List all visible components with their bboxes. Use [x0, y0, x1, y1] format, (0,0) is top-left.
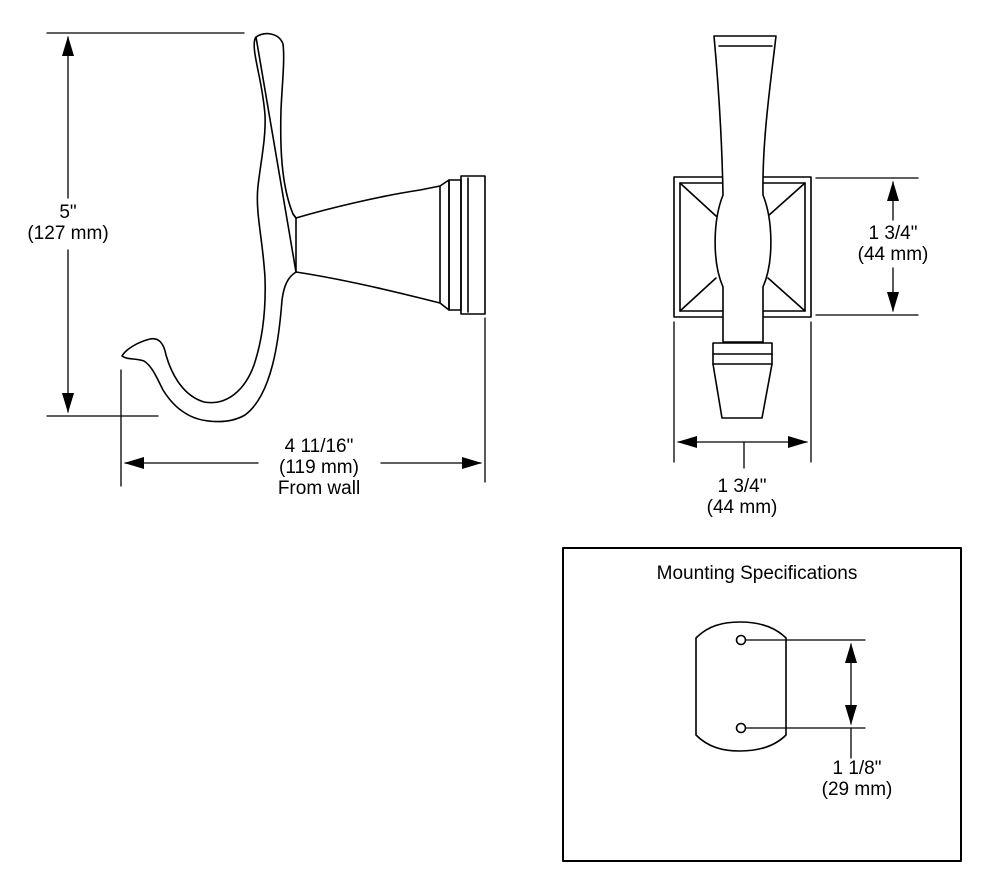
front-width-metric: (44 mm): [706, 497, 778, 518]
front-width-dimension: [673, 321, 812, 469]
front-width-label: 1 3/4" (44 mm): [707, 476, 778, 518]
side-projection-note: From wall: [277, 478, 361, 499]
side-projection-dimension: [120, 317, 486, 487]
front-height-metric: (44 mm): [857, 244, 929, 265]
side-view-hook: [121, 32, 486, 423]
side-projection-metric: (119 mm): [279, 457, 359, 478]
mounting-title: Mounting Specifications: [656, 563, 858, 584]
side-height-dimension: [46, 32, 245, 417]
hole-spacing-label: 1 1/8" (29 mm): [822, 758, 893, 800]
hole-spacing-metric: (29 mm): [821, 779, 893, 800]
front-width-imperial: 1 3/4": [717, 476, 767, 497]
hole-spacing-imperial: 1 1/8": [832, 758, 882, 779]
side-projection-imperial: 4 11/16": [284, 436, 354, 457]
side-height-imperial: 5": [59, 202, 77, 223]
front-height-label: 1 3/4" (44 mm): [858, 223, 929, 265]
side-projection-label: 4 11/16" (119 mm) From wall: [278, 436, 360, 499]
mounting-specifications-box: [562, 547, 962, 862]
side-height-label: 5" (127 mm): [27, 202, 108, 244]
front-height-imperial: 1 3/4": [868, 223, 918, 244]
front-height-dimension: [815, 177, 919, 316]
side-height-metric: (127 mm): [27, 223, 109, 244]
front-view-hook: [673, 35, 812, 419]
